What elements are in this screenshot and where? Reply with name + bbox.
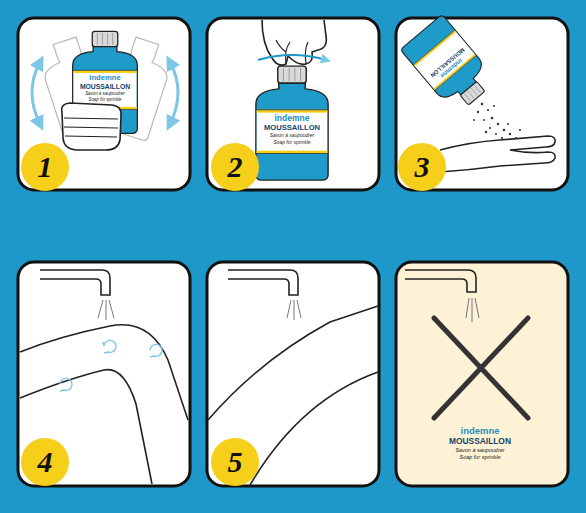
no-water-illustration: [405, 270, 528, 499]
product-description: Soap for sprinkle: [88, 98, 121, 102]
panel-frames: [18, 18, 568, 486]
number-disc: [211, 143, 259, 191]
brand-name: indemne: [274, 114, 309, 123]
step-number-text: 4: [38, 447, 53, 477]
number-disc: [211, 438, 259, 486]
product-description: Savon à saupoudrer: [455, 448, 504, 453]
product-name: MOUSSAILLON: [80, 83, 130, 90]
rinse-illustration: [20, 270, 188, 484]
step-number: 1: [21, 143, 69, 191]
product-description: Soap for sprinkle: [460, 455, 501, 460]
step-number: 3: [398, 143, 446, 191]
step-number: 4: [21, 438, 69, 486]
step-number-text: 5: [228, 447, 243, 477]
step-number-text: 3: [415, 152, 430, 182]
step-number-text: 1: [38, 152, 53, 182]
open-illustration: [256, 20, 328, 180]
step-number: 5: [211, 438, 259, 486]
shake-illustration: [32, 31, 178, 150]
number-disc: [398, 143, 446, 191]
step-number-text: 2: [228, 152, 243, 182]
product-name: MOUSSAILLON: [449, 437, 511, 445]
step-number: 2: [211, 143, 259, 191]
brand-name: indemne: [89, 74, 120, 82]
brand-name: indemne: [461, 426, 500, 435]
product-name: MOUSSAILLON: [264, 124, 320, 132]
number-disc: [21, 143, 69, 191]
number-disc: [21, 438, 69, 486]
product-description: Savon à saupoudrer: [85, 92, 125, 96]
rinse-arm-illustration: [208, 270, 378, 485]
product-description: Soap for sprinkle: [273, 141, 310, 146]
product-description: Savon à saupoudrer: [270, 134, 314, 139]
